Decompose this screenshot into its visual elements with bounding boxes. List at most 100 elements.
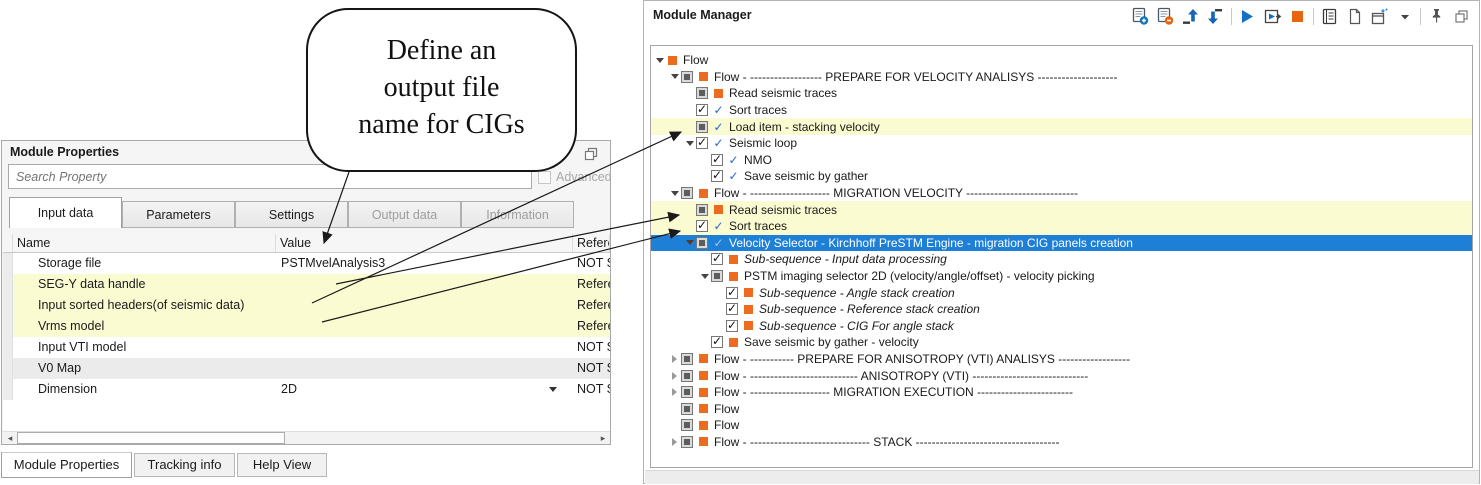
property-value[interactable] (276, 316, 573, 337)
expander-icon[interactable] (668, 352, 681, 365)
table-row[interactable]: Input sorted headers(of seismic data)Ref… (3, 295, 610, 316)
tree-item[interactable]: Flow - ----------- PREPARE FOR ANISOTROP… (651, 351, 1472, 368)
checkbox[interactable] (711, 152, 723, 166)
checkbox[interactable] (726, 301, 738, 316)
scrollbar-thumb[interactable] (17, 432, 285, 444)
tree-item[interactable]: PSTM imaging selector 2D (velocity/angle… (651, 268, 1472, 285)
dropdown-caret-icon[interactable] (549, 387, 557, 392)
tree-item[interactable]: Sub-sequence - Angle stack creation (651, 284, 1472, 301)
tree-item[interactable]: ✓Seismic loop (651, 135, 1472, 152)
checkbox[interactable] (696, 135, 708, 150)
expander-icon[interactable] (668, 369, 681, 382)
tree-item[interactable]: Sub-sequence - CIG For angle stack (651, 318, 1472, 335)
scroll-left-icon[interactable]: ◂ (7, 433, 13, 443)
tree-item[interactable]: Flow (651, 417, 1472, 434)
tree-item[interactable]: ✓Sort traces (651, 102, 1472, 119)
log-icon[interactable] (1320, 7, 1339, 26)
expander-icon[interactable] (668, 70, 681, 83)
checkbox[interactable] (711, 251, 723, 266)
float-icon[interactable] (581, 144, 600, 163)
checkbox[interactable] (696, 120, 708, 133)
tree-item[interactable]: Sub-sequence - Reference stack creation (651, 301, 1472, 318)
move-down-icon[interactable] (1206, 7, 1225, 26)
tab-output-data[interactable]: Output data (348, 201, 461, 228)
tree-item[interactable]: Flow - --------------------------- ANISO… (651, 367, 1472, 384)
scroll-right-icon[interactable]: ▸ (600, 433, 606, 443)
checkbox[interactable] (681, 386, 693, 399)
checkbox[interactable] (711, 334, 723, 349)
dropdown-caret-icon[interactable] (1395, 7, 1414, 26)
checkbox[interactable] (696, 203, 708, 216)
checkbox[interactable] (711, 270, 723, 283)
tab-information[interactable]: Information (461, 201, 574, 228)
tree-item[interactable]: Flow (651, 52, 1472, 69)
new-document-icon[interactable] (1345, 7, 1364, 26)
expander-icon[interactable] (668, 386, 681, 399)
tree-item[interactable]: ✓NMO (651, 152, 1472, 169)
stop-icon[interactable] (1288, 7, 1307, 26)
checkbox[interactable] (681, 402, 693, 415)
tree-item[interactable]: ✓Load item - stacking velocity (651, 118, 1472, 135)
table-row[interactable]: Vrms modelReference (3, 316, 610, 337)
expander-icon[interactable] (668, 435, 681, 448)
advanced-checkbox[interactable] (538, 170, 551, 184)
tree-item[interactable]: Save seismic by gather - velocity (651, 334, 1472, 351)
checkbox[interactable] (681, 70, 693, 83)
tree-item[interactable]: Flow (651, 400, 1472, 417)
float-icon[interactable] (1452, 7, 1471, 26)
property-value[interactable]: PSTMvelAnalysis3 (281, 256, 386, 270)
tab-settings[interactable]: Settings (235, 201, 348, 228)
tab-parameters[interactable]: Parameters (122, 201, 235, 228)
property-value[interactable]: 2D (276, 379, 573, 400)
tree-item[interactable]: Sub-sequence - Input data processing (651, 251, 1472, 268)
checkbox[interactable] (726, 318, 738, 332)
property-value[interactable] (276, 295, 573, 316)
pin-icon[interactable] (1427, 7, 1446, 26)
column-header-value[interactable]: Value (276, 234, 573, 252)
checkbox[interactable] (681, 419, 693, 432)
remove-module-icon[interactable] (1156, 7, 1175, 26)
checkbox[interactable] (696, 87, 708, 100)
checkbox[interactable] (681, 369, 693, 382)
dock-tab-tracking-info[interactable]: Tracking info (134, 453, 235, 477)
tab-input-data[interactable]: Input data (9, 197, 122, 228)
tree-scrollbar-track[interactable] (645, 470, 1479, 484)
property-value[interactable] (276, 337, 573, 358)
checkbox[interactable] (696, 236, 708, 249)
tree-item[interactable]: ✓Velocity Selector - Kirchhoff PreSTM En… (651, 234, 1472, 252)
checkbox[interactable] (696, 218, 708, 233)
expander-icon[interactable] (653, 54, 666, 67)
expander-icon[interactable] (698, 270, 711, 283)
property-value[interactable] (276, 358, 573, 379)
column-header-reference[interactable]: Reference (573, 234, 610, 252)
dock-tab-help-view[interactable]: Help View (237, 453, 327, 477)
dock-tab-module-properties[interactable]: Module Properties (1, 452, 132, 478)
checkbox[interactable] (726, 285, 738, 299)
expander-icon[interactable] (683, 137, 696, 150)
property-value[interactable] (276, 274, 573, 295)
tree-item[interactable]: Read seismic traces (651, 201, 1472, 218)
table-row[interactable]: SEG-Y data handleReference (3, 274, 610, 295)
column-header-name[interactable]: Name (13, 234, 276, 252)
move-up-icon[interactable] (1181, 7, 1200, 26)
tree-item[interactable]: Flow - -------------------- MIGRATION VE… (651, 185, 1472, 202)
new-window-icon[interactable] (1370, 7, 1389, 26)
tree-item[interactable]: ✓Sort traces (651, 217, 1472, 235)
run-flow-icon[interactable] (1263, 7, 1282, 26)
tree-item[interactable]: Flow - ------------------ PREPARE FOR VE… (651, 69, 1472, 86)
checkbox[interactable] (711, 168, 723, 183)
tree-item[interactable]: Flow - ------------------------------ ST… (651, 434, 1472, 451)
expander-icon[interactable] (683, 236, 696, 249)
expander-icon[interactable] (668, 187, 681, 200)
add-module-icon[interactable] (1131, 7, 1150, 26)
run-icon[interactable] (1238, 7, 1257, 26)
checkbox[interactable] (681, 187, 693, 200)
tree-item[interactable]: Read seismic traces (651, 85, 1472, 102)
checkbox[interactable] (696, 102, 708, 117)
tree-item[interactable]: ✓Save seismic by gather (651, 168, 1472, 185)
tree-item[interactable]: Flow - -------------------- MIGRATION EX… (651, 384, 1472, 401)
